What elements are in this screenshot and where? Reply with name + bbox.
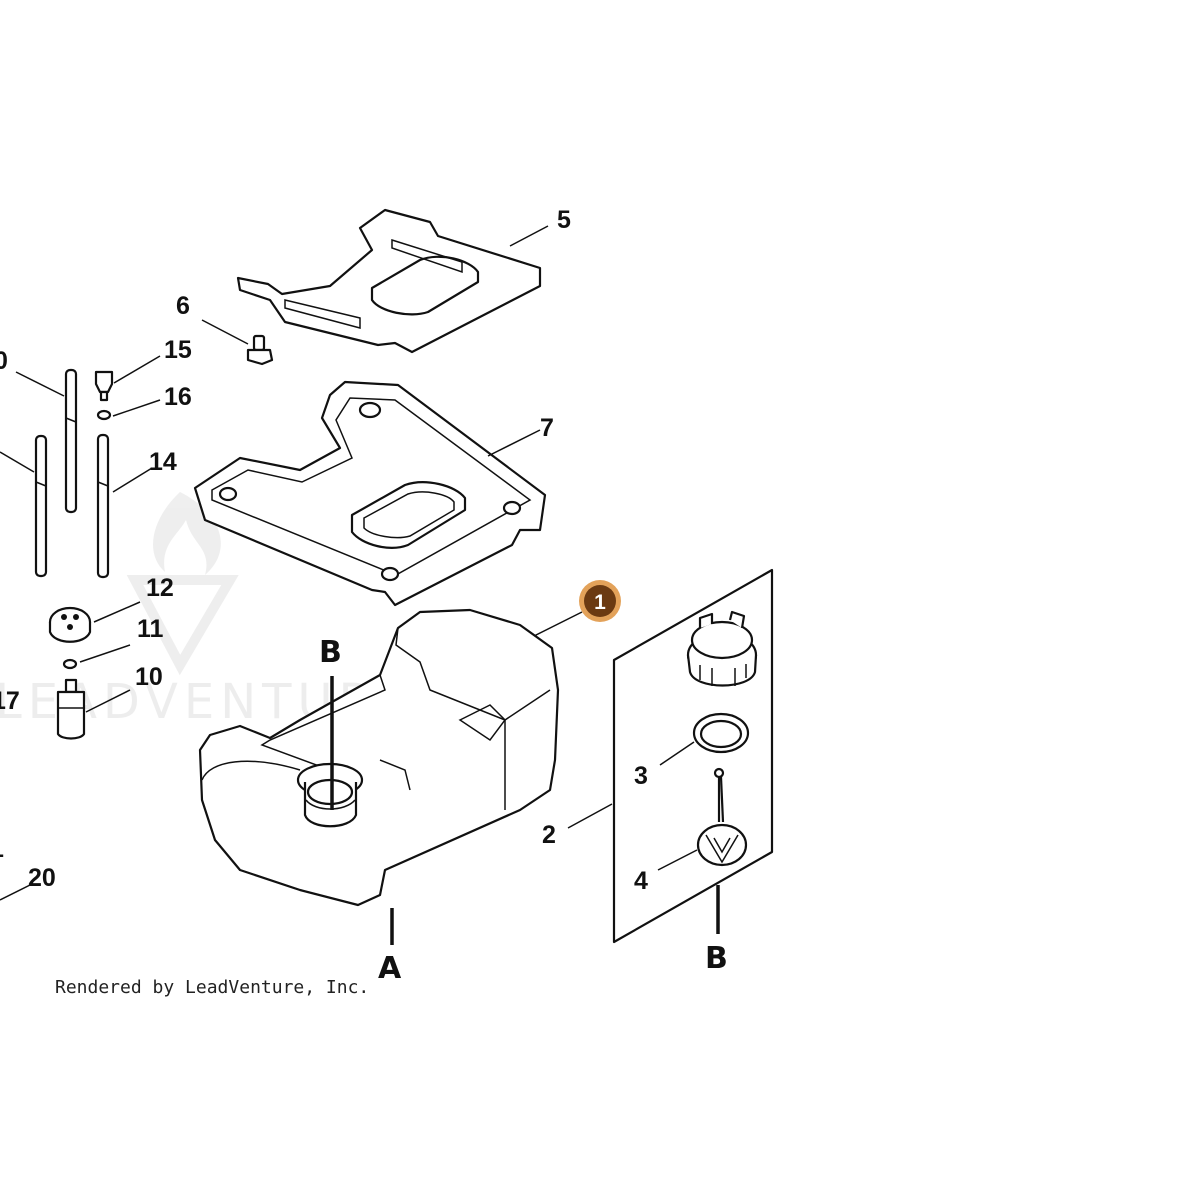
seal-ring-part[interactable]: [692, 712, 750, 754]
label-cut-left-a: 0: [0, 347, 8, 375]
mounting-plate-part[interactable]: [236, 208, 542, 354]
label-3: 3: [634, 762, 648, 790]
label-17: 17: [0, 687, 20, 715]
label-5: 5: [557, 206, 571, 234]
fuel-filter-part[interactable]: [56, 678, 86, 740]
fuel-pickup-part[interactable]: [94, 370, 114, 402]
label-12: 12: [146, 574, 174, 602]
callout-label-1: 1: [594, 591, 606, 614]
label-cut-left-b: 1: [0, 835, 4, 863]
ref-label-a: A: [378, 951, 402, 986]
retainer-part[interactable]: [696, 767, 748, 867]
grommet-part[interactable]: [48, 606, 92, 643]
fuel-tank-part[interactable]: [198, 608, 560, 907]
reference-labels: B A B: [319, 635, 728, 986]
part-labels: 5 6 7 15 16 14 0 12 11 10 17 1 20 2 3 4: [0, 206, 648, 895]
label-11: 11: [137, 615, 164, 643]
screw-part[interactable]: [246, 334, 274, 366]
label-20: 20: [28, 864, 56, 892]
gasket-part[interactable]: [193, 380, 547, 607]
label-10: 10: [135, 663, 163, 691]
label-2: 2: [542, 821, 556, 849]
fuel-cap-part[interactable]: [686, 610, 758, 687]
label-14: 14: [149, 448, 177, 476]
fuel-tubes-part[interactable]: [34, 368, 110, 579]
label-4: 4: [634, 867, 648, 895]
label-7: 7: [540, 414, 554, 442]
label-16: 16: [164, 383, 192, 411]
ref-label-b-kit: B: [705, 941, 728, 976]
label-15: 15: [164, 336, 192, 364]
label-6: 6: [176, 292, 190, 320]
o-ring-11-part[interactable]: [62, 658, 78, 670]
o-ring-16-part[interactable]: [96, 409, 112, 421]
render-credit: Rendered by LeadVenture, Inc.: [55, 977, 369, 998]
highlight-dot: [584, 585, 616, 617]
leader-lines: [0, 225, 720, 945]
ref-label-b-tank: B: [319, 635, 342, 670]
highlight-callout[interactable]: 1: [579, 580, 621, 622]
